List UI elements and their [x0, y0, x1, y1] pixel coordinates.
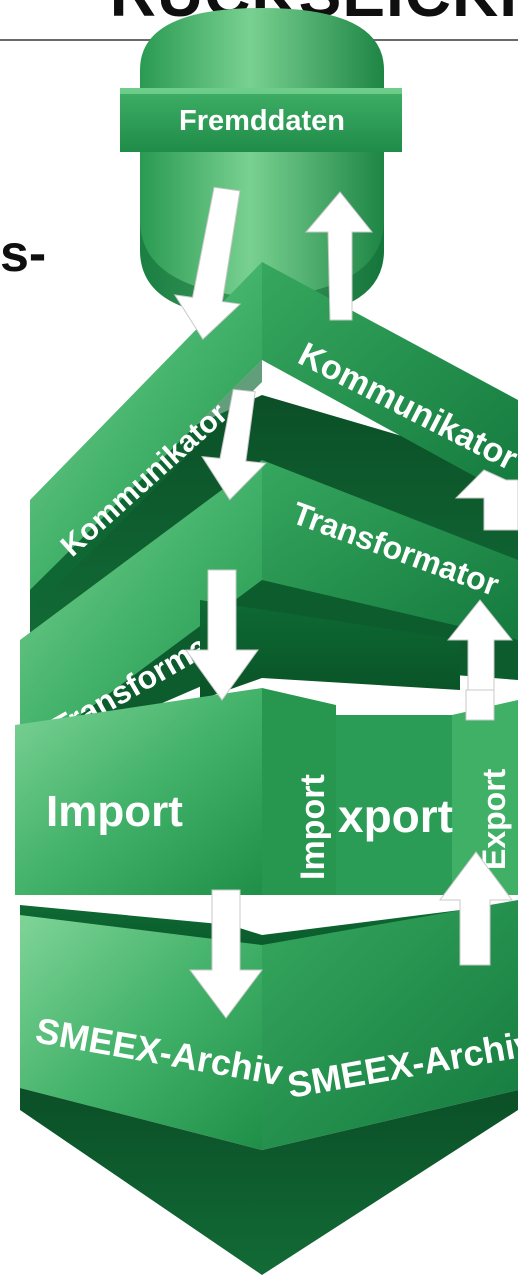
transformer-import-shadow — [200, 600, 460, 700]
transformer-left-face — [20, 460, 262, 760]
arrow-down-import-to-archive-icon — [189, 889, 263, 1019]
communicator-left-face — [30, 262, 262, 590]
flow-arrows — [173, 186, 518, 1019]
arrow-up-archive-to-export-icon — [439, 851, 513, 966]
archive-tier: SMEEX-Archiv SMEEX-Archiv — [20, 900, 518, 1275]
import-block-front — [15, 688, 262, 895]
arrow-up-transformer-to-communicator-icon — [454, 469, 518, 531]
transformer-tier: Transformator Transformator — [20, 460, 518, 760]
export-label: Export — [476, 768, 512, 870]
foreign-data-cylinder: Fremddaten — [120, 8, 402, 318]
communicator-left-edge — [30, 360, 262, 612]
export-fragment-label: xport — [338, 790, 453, 842]
cylinder-body — [140, 8, 384, 318]
export-connector-bar — [465, 689, 495, 721]
arrow-down-transformer-to-import-icon — [185, 569, 259, 701]
communicator-right-face — [262, 262, 518, 500]
arrow-up-export-to-transformer-icon — [446, 599, 514, 691]
import-label-right: Import — [294, 774, 332, 880]
archive-base — [20, 1088, 518, 1275]
foreign-data-label: Fremddaten — [179, 105, 345, 137]
import-block-side — [262, 688, 336, 895]
arrow-up-communicator-to-foreign-icon — [304, 191, 374, 321]
export-block-side — [452, 700, 518, 895]
arrow-down-foreign-to-communicator-icon — [173, 186, 242, 341]
archive-right-face — [262, 900, 518, 1150]
cylinder-band-highlight — [120, 88, 402, 94]
transformer-right-face — [262, 460, 518, 640]
import-export-tier: xport Export Import Import — [15, 688, 518, 895]
import-label-left: Import — [46, 787, 183, 836]
cut-off-text-fragment: s- — [0, 225, 47, 283]
arrow-down-communicator-to-transformer-icon — [201, 388, 267, 501]
cylinder-band — [120, 88, 402, 152]
